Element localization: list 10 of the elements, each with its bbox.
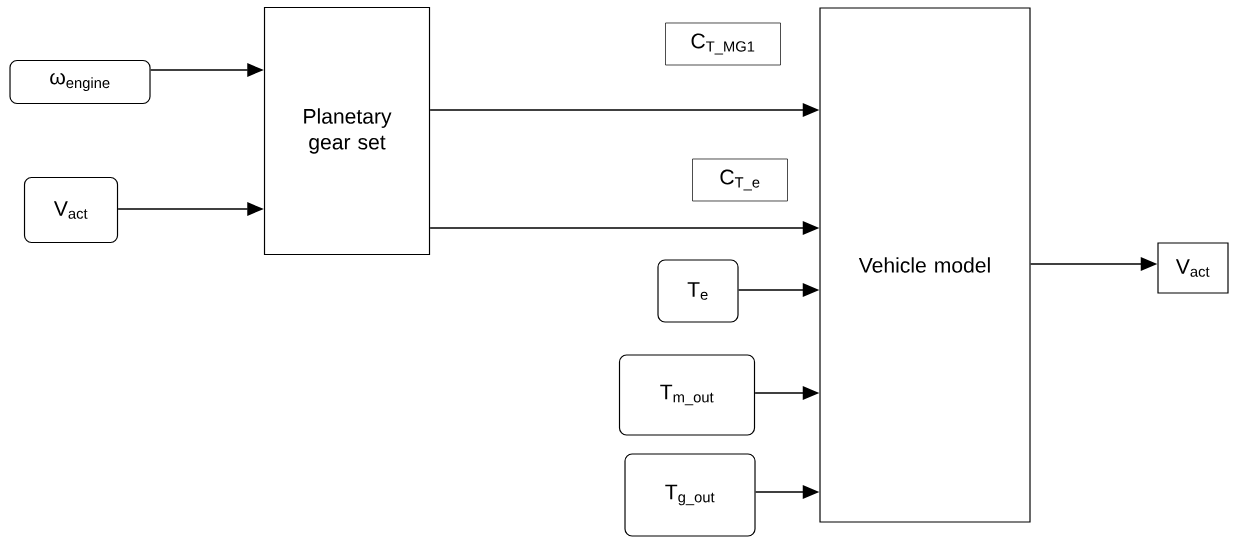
- rounded-box: ω$_{engine}$: [9, 59, 151, 105]
- block-box: Planetary gear set: [263, 6, 431, 256]
- block-box: Vehicle model: [819, 7, 1031, 523]
- block-box: V$_{act}$: [1157, 242, 1229, 294]
- edge-label: C$_{T_e}$: [692, 158, 788, 202]
- rounded-box: V$_{act}$: [23, 176, 119, 244]
- rounded-box: T$_{g_out}$: [624, 453, 756, 537]
- rounded-box: T$_{e}$: [657, 259, 739, 323]
- rounded-box: T$_{m_out}$: [618, 354, 756, 436]
- edge-label: C$_{T_MG1}$: [665, 22, 781, 66]
